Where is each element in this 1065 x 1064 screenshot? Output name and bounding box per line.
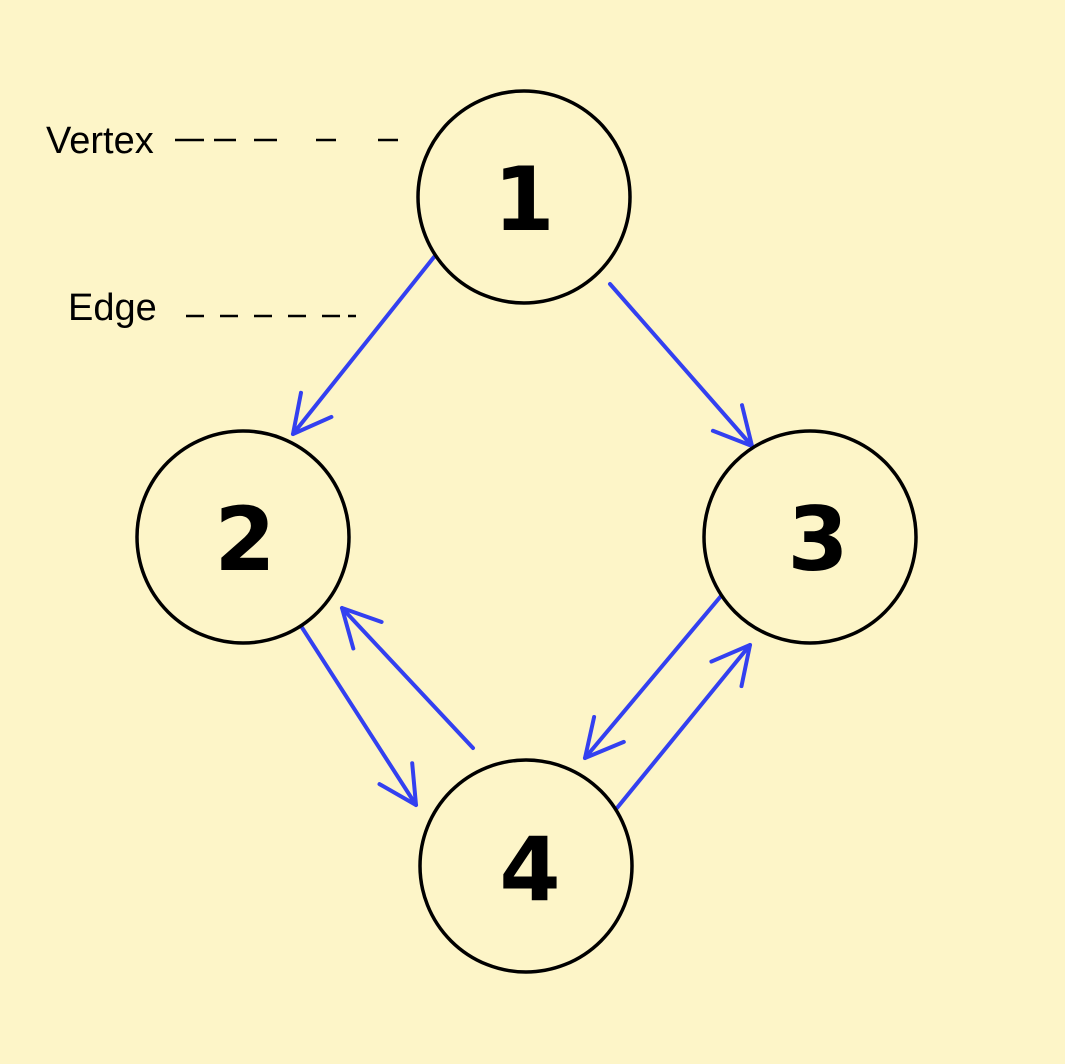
arrowhead <box>710 403 754 448</box>
edge-line <box>583 594 723 760</box>
edge-3-to-4 <box>583 594 723 760</box>
edge-line <box>340 606 475 750</box>
edge-annotation-label: Edge <box>68 287 157 329</box>
node-2: 2 <box>135 429 351 645</box>
edge-2-to-4 <box>299 624 418 807</box>
node-3: 3 <box>702 429 918 645</box>
nodes-group: 1 2 3 4 <box>135 89 918 974</box>
arrowhead <box>291 390 334 436</box>
edge-line <box>615 643 752 810</box>
arrowhead <box>377 761 418 807</box>
edges-group <box>291 255 754 810</box>
node-3-circle <box>702 429 918 645</box>
node-1-circle <box>416 89 632 305</box>
node-4-label: 4 <box>499 818 560 921</box>
node-4: 4 <box>418 758 634 974</box>
edge-line <box>291 255 436 436</box>
edge-line <box>299 624 418 807</box>
node-1: 1 <box>416 89 632 305</box>
edge-line <box>608 282 754 448</box>
arrowhead <box>583 715 626 760</box>
edge-4-to-3 <box>615 643 752 810</box>
node-2-label: 2 <box>214 488 275 591</box>
arrowhead <box>340 606 384 651</box>
node-1-label: 1 <box>493 148 554 251</box>
edge-4-to-2 <box>340 606 475 750</box>
vertex-annotation-label: Vertex <box>46 120 154 162</box>
edge-1-to-3 <box>608 282 754 448</box>
node-4-circle <box>418 758 634 974</box>
node-2-circle <box>135 429 351 645</box>
node-3-label: 3 <box>787 488 848 591</box>
arrowhead <box>709 643 752 689</box>
edge-1-to-2 <box>291 255 436 436</box>
